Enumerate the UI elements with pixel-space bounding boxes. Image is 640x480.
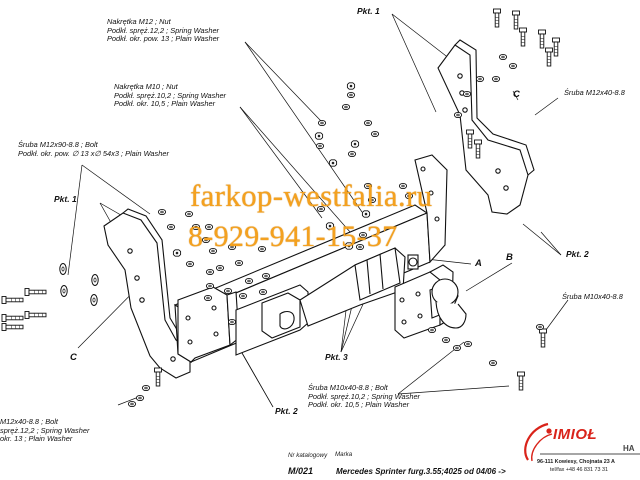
watermark-phone: 8-929-941-15-37 — [188, 220, 398, 253]
letter-b: B — [506, 252, 513, 263]
label-screw-m12x40-right: Śruba M12x40-8.8 — [564, 88, 625, 97]
letter-a: A — [475, 258, 482, 269]
ball-mount-assembly — [394, 254, 467, 339]
pkt2-bottom: Pkt. 2 — [275, 406, 298, 416]
pkt1-left: Pkt. 1 — [54, 194, 77, 204]
company-phone: tel/fax +48 46 831 73 31 — [550, 467, 608, 473]
footer-catalog-number: M/021 — [288, 466, 314, 476]
pkt2-right: Pkt. 2 — [566, 249, 589, 259]
footer-catalog-label: Nr katalogowy — [288, 452, 328, 459]
right-mounting-bracket — [437, 39, 535, 215]
watermark-site: farkop-westfalia.ru — [190, 178, 433, 213]
footer-model: Mercedes Sprinter furg.3.55;4025 od 04/0… — [336, 467, 506, 476]
brand-subtitle: HA — [623, 444, 635, 453]
footer-brand-label: Marka — [335, 451, 353, 458]
pkt3: Pkt. 3 — [325, 352, 348, 362]
label-nut-m12: Nakrętka M12 ; Nut Podkł. spręż.12,2 ; S… — [107, 17, 220, 44]
label-screw-m10x40-right: Śruba M10x40-8.8 — [562, 292, 623, 301]
company-address: 96-111 Kowiesy, Chojnata 23 A — [537, 459, 615, 465]
fasteners-bottom-right — [427, 323, 547, 391]
label-bolt-m12x40-left: M12x40-8.8 ; Bolt spręż.12,2 ; Spring Wa… — [0, 417, 90, 444]
label-bolt-m12x90: Śruba M12x90-8.8 ; Bolt Podkł. okr. pow.… — [18, 140, 169, 158]
fasteners-bottom-left — [127, 367, 162, 408]
letter-c-top: C — [513, 89, 520, 100]
letter-c-left: C — [70, 352, 77, 363]
label-nut-m10: Nakrętka M10 ; Nut Podkł. spręż.10,2 ; S… — [114, 82, 227, 109]
brand-logo-text: IMIOŁ — [553, 426, 598, 443]
label-bolt-m10x40-bottom: Śruba M10x40-8.8 ; Bolt Podkł. spręż.10,… — [308, 383, 421, 410]
pkt1-top: Pkt. 1 — [357, 6, 380, 16]
tow-bar-crossbeam — [173, 154, 448, 364]
footer-lines — [524, 422, 640, 462]
